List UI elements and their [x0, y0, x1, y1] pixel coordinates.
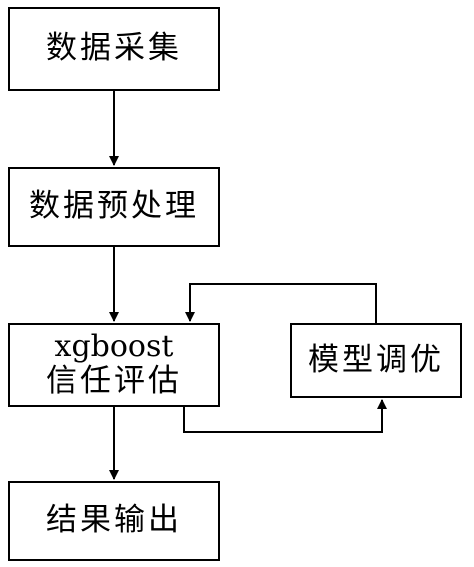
- node-data-collection-label: 数据采集: [46, 30, 182, 67]
- node-data-preprocessing: 数据预处理: [8, 167, 220, 247]
- node-model-tuning-label: 模型调优: [308, 341, 444, 378]
- node-data-collection: 数据采集: [8, 7, 220, 91]
- node-trust-evaluation-label: 信任评估: [46, 363, 182, 400]
- node-model-tuning: 模型调优: [290, 323, 462, 398]
- node-result-output-label: 结果输出: [46, 502, 182, 539]
- arrow-evaluate-to-tune: [183, 399, 387, 433]
- node-xgboost-label: xgboost: [54, 328, 174, 364]
- node-xgboost-trust-evaluation: xgboost 信任评估: [8, 323, 220, 407]
- arrow-tune-to-evaluate: [185, 283, 377, 323]
- node-data-preprocessing-label: 数据预处理: [29, 188, 199, 225]
- node-result-output: 结果输出: [8, 481, 220, 561]
